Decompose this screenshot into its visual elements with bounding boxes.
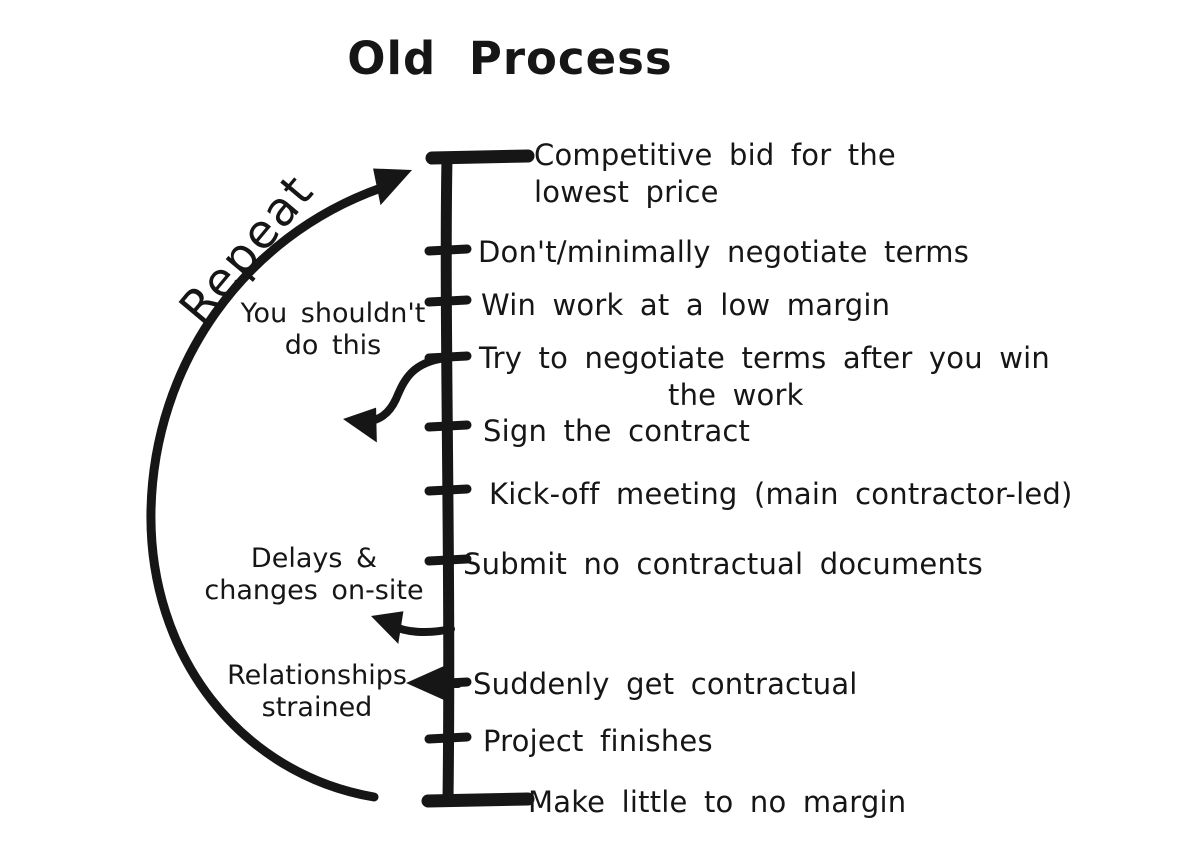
repeat-curve-arrow — [146, 183, 386, 802]
tick-mark — [424, 732, 472, 744]
timeline-bottom-cap — [421, 792, 535, 808]
annotation-relationships: Relationships strained — [197, 660, 437, 724]
shouldnt-arrow — [360, 354, 450, 426]
relationships-arrowhead-icon — [406, 666, 444, 700]
step-label-dont-negotiate: Don't/minimally negotiate terms — [478, 235, 970, 269]
annotation-line: shouldn't do — [284, 298, 426, 361]
step-label-competitive-bid: Competitive bid for the lowest price — [534, 137, 896, 211]
annotation-line: changes on-site — [204, 575, 424, 606]
step-label-try-negotiate-line2: the work — [668, 378, 804, 412]
tick-mark — [424, 244, 472, 256]
annotation-line: Delays & — [250, 543, 378, 574]
annotation-delays: Delays & changes on-site — [194, 543, 434, 607]
tick-mark — [424, 554, 472, 566]
step-line: Competitive bid for the — [534, 138, 896, 172]
page-title: Old Process — [347, 32, 673, 85]
step-label-project-finishes: Project finishes — [483, 724, 713, 758]
step-line: lowest price — [534, 175, 719, 209]
step-label-kickoff-meeting: Kick-off meeting (main contractor-led) — [489, 477, 1073, 511]
repeat-arrowhead-icon — [373, 168, 412, 206]
step-label-try-negotiate: Try to negotiate terms after you win — [479, 341, 1050, 375]
step-label-make-no-margin: Make little to no margin — [528, 785, 907, 819]
annotation-line: strained — [261, 692, 373, 723]
annotation-dont-do-this: You shouldn't do this — [233, 298, 433, 362]
shouldnt-arrowhead-icon — [343, 407, 377, 443]
annotation-line: Relationships — [227, 660, 407, 691]
step-label-suddenly-contractual: Suddenly get contractual — [473, 667, 858, 701]
annotation-line: You — [240, 298, 288, 329]
step-label-win-low-margin: Win work at a low margin — [481, 288, 891, 322]
timeline-axis — [440, 152, 455, 806]
timeline-top-cap — [425, 149, 535, 165]
tick-mark — [424, 420, 472, 432]
tick-mark — [424, 295, 472, 307]
tick-mark — [424, 484, 472, 496]
delays-arrowhead-icon — [371, 611, 404, 644]
step-label-sign-contract: Sign the contract — [483, 414, 751, 448]
annotation-line: this — [331, 330, 382, 361]
step-label-submit-no-documents: Submit no contractual documents — [463, 547, 983, 581]
